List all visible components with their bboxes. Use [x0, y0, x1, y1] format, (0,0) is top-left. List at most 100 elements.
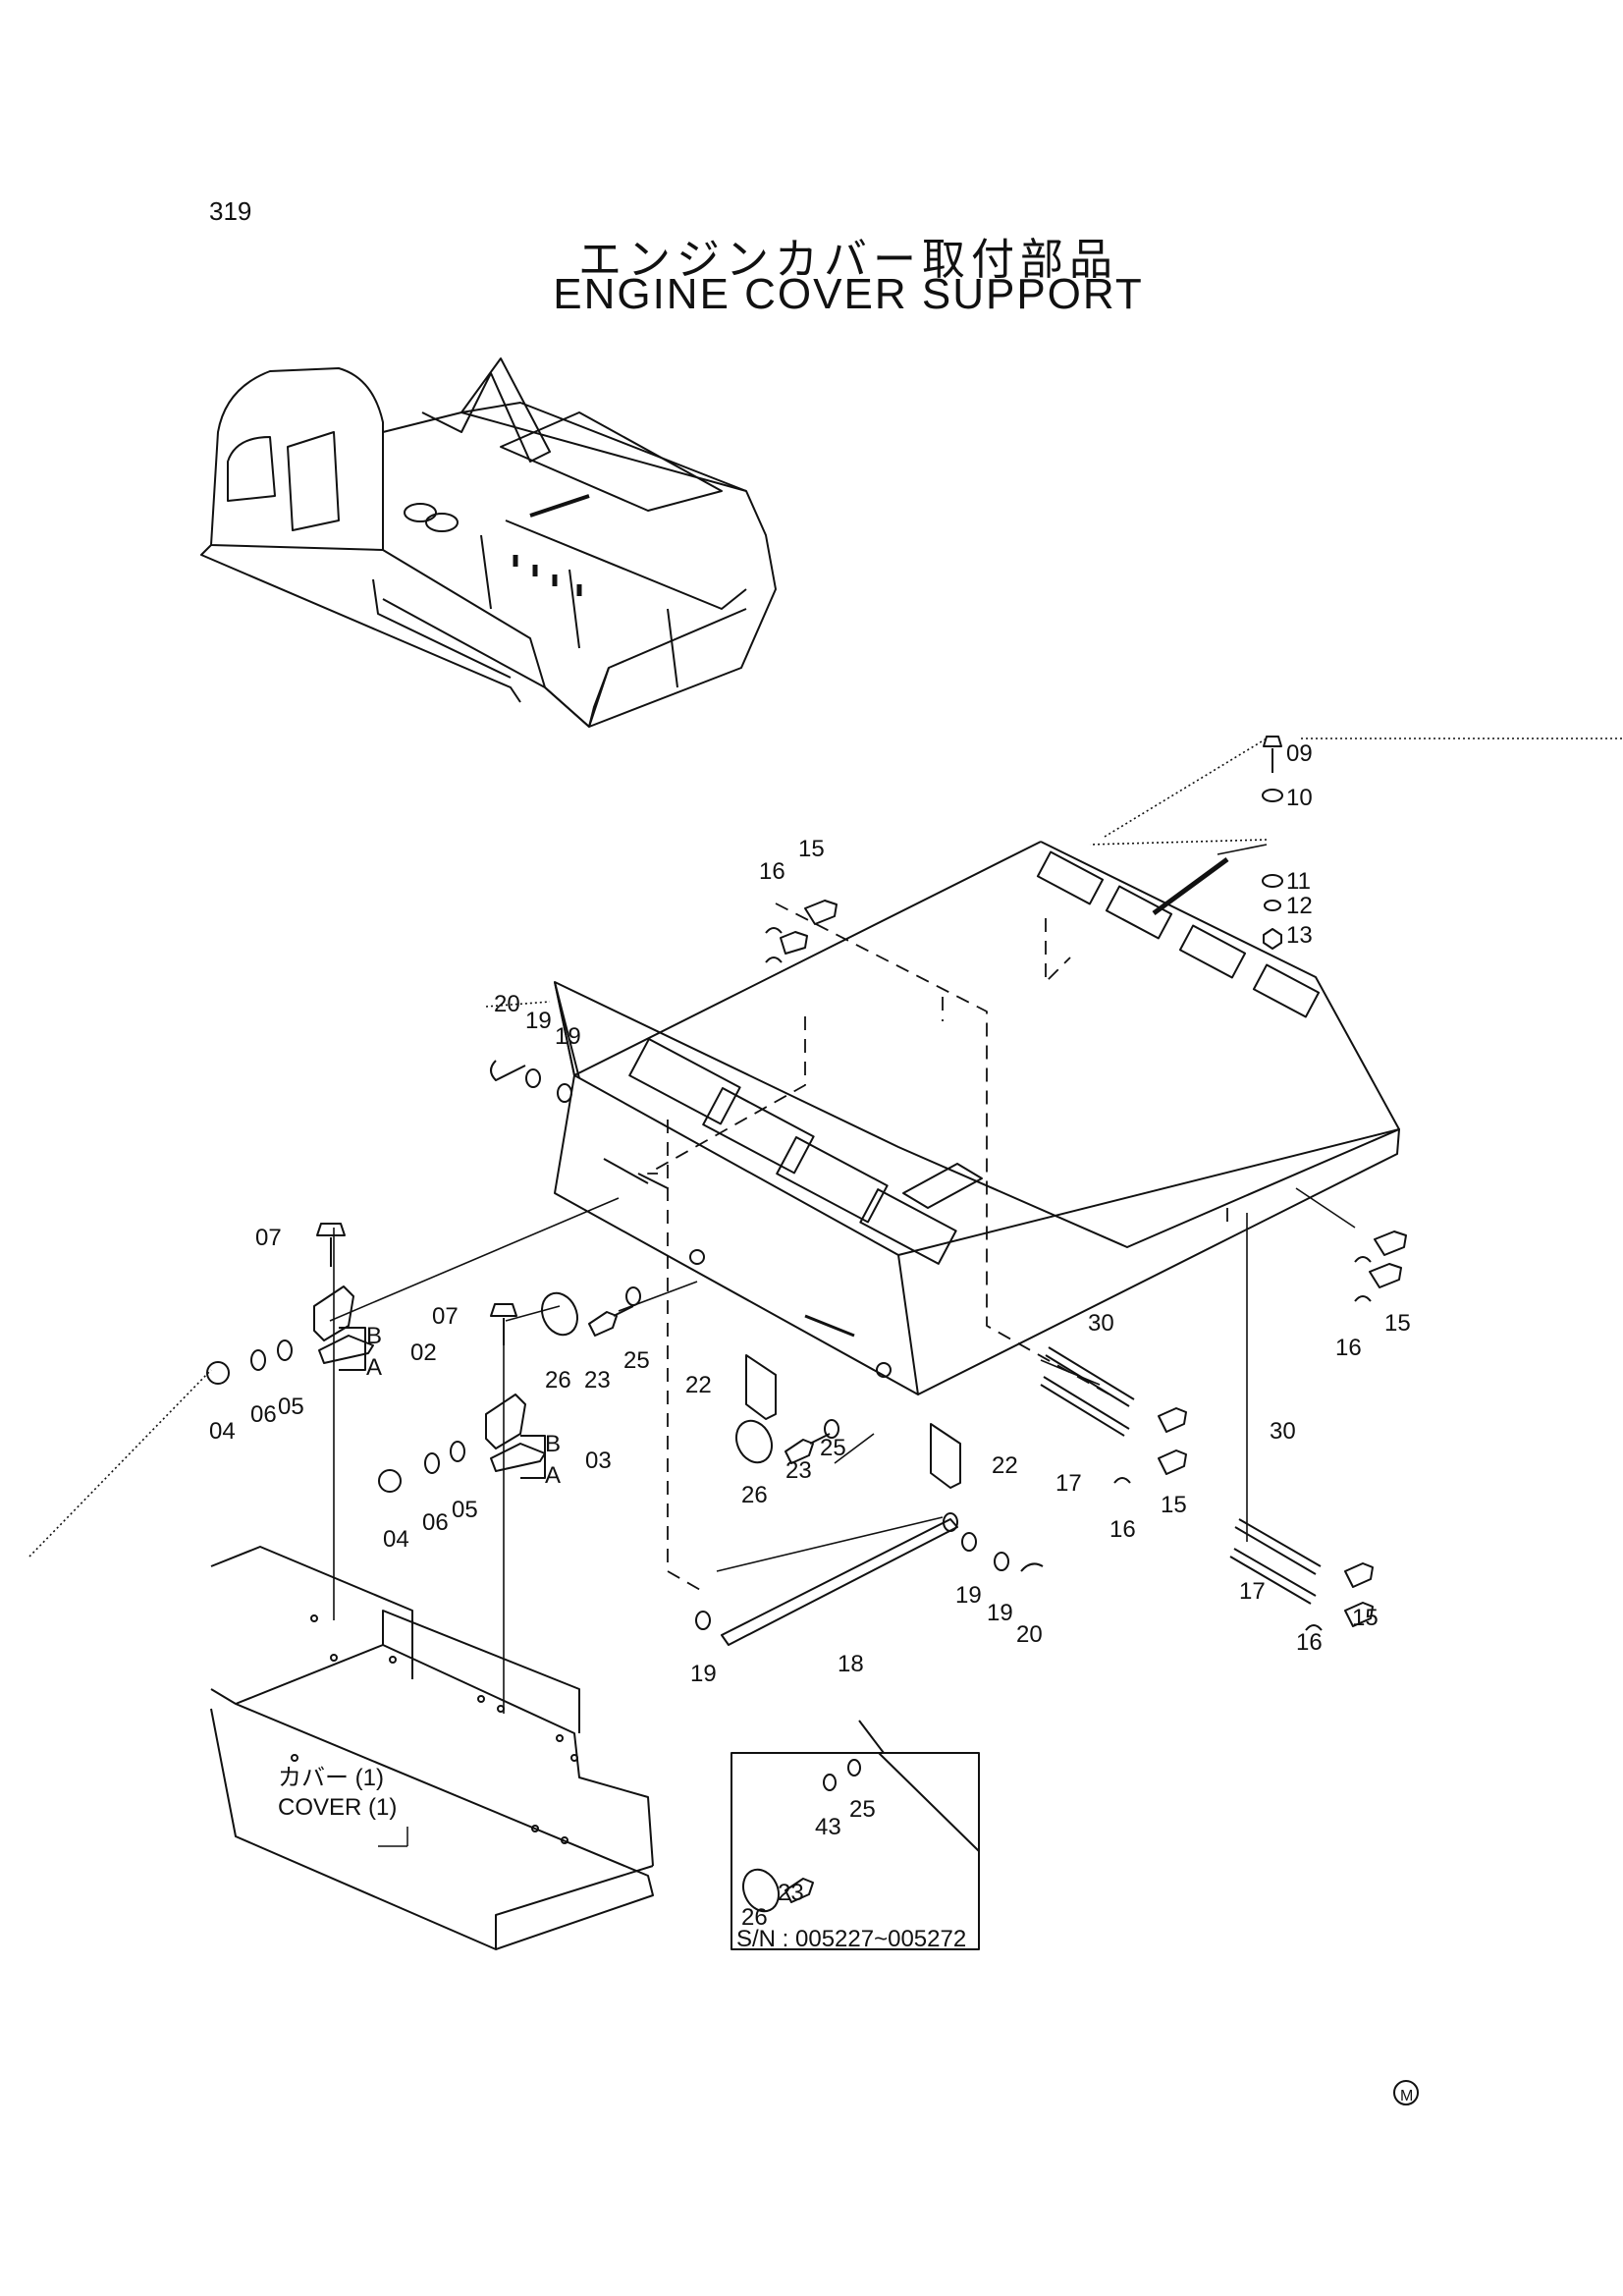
m-mark-letter: M: [1400, 2088, 1413, 2105]
pin-15-top-icon: [780, 900, 838, 955]
bracket-03-icon: [485, 1394, 546, 1472]
label-25-upper: 25: [623, 1347, 650, 1374]
label-10: 10: [1286, 785, 1313, 811]
label-19-upper-a: 19: [525, 1008, 552, 1034]
label-07-right: 07: [432, 1303, 459, 1330]
clip-16-right-icon: [1113, 1256, 1372, 1631]
label-25-inset: 25: [849, 1796, 876, 1823]
label-a-02: A: [366, 1354, 382, 1381]
clip-20-lower-icon: [1020, 1562, 1044, 1572]
label-a-03: A: [545, 1462, 561, 1489]
label-b-03: B: [545, 1431, 561, 1457]
clip-20-upper-icon: [490, 1060, 526, 1081]
label-16-right-lower: 16: [1296, 1629, 1323, 1656]
label-23-middle: 23: [785, 1457, 812, 1484]
part-labels: 09 10 11 12 13 15 16 20 19 19 07 07 B A …: [209, 740, 1413, 2105]
label-19-lower-c: 19: [690, 1661, 717, 1687]
label-43-inset: 43: [815, 1814, 841, 1840]
label-05-left: 05: [278, 1394, 304, 1420]
engine-cover-body: [554, 841, 1400, 1395]
bolt-07-right-icon: [490, 1303, 517, 1345]
bracket-02-icon: [313, 1285, 374, 1364]
label-07-left: 07: [255, 1225, 282, 1251]
page-number: 319: [209, 196, 252, 226]
label-19-lower-b: 19: [987, 1600, 1013, 1626]
label-18: 18: [838, 1651, 864, 1677]
label-19-upper-b: 19: [555, 1023, 581, 1050]
assembly-dashed-lines: [647, 902, 1228, 1592]
label-17-right: 17: [1239, 1578, 1266, 1605]
washer-19-lower-c-icon: [695, 1611, 711, 1630]
bolt-23-upper-icon: [588, 1305, 634, 1337]
label-20-upper: 20: [494, 991, 520, 1017]
title-english: ENGINE COVER SUPPORT: [553, 270, 1144, 318]
lower-frame-cover-illustration: [210, 1546, 654, 1950]
cover-label-jp: カバー (1): [278, 1765, 384, 1791]
label-16-top: 16: [759, 858, 785, 885]
label-30-right: 30: [1270, 1418, 1296, 1445]
spring-washer-12-icon: [1264, 900, 1281, 911]
label-06-left: 06: [250, 1401, 277, 1428]
washer-10-icon: [1262, 789, 1283, 802]
label-16-mid: 16: [1109, 1516, 1136, 1543]
washer-19-upper-b-icon: [557, 1083, 572, 1103]
label-15-top: 15: [798, 836, 825, 862]
cap-26-middle-icon: [735, 1419, 773, 1464]
washer-05-left-icon: [277, 1339, 293, 1361]
label-04-left: 04: [209, 1418, 236, 1445]
bolt-07-left-icon: [316, 1223, 346, 1267]
label-17-left: 17: [1055, 1470, 1082, 1497]
label-11: 11: [1286, 868, 1311, 895]
washer-19-upper-a-icon: [525, 1068, 541, 1088]
cap-26-upper-icon: [541, 1291, 578, 1337]
label-04-right: 04: [383, 1526, 409, 1553]
title-japanese: エンジンカバー取付部品: [578, 235, 1118, 285]
bracket-22-lower-icon: [930, 1423, 961, 1489]
m-mark-circle: [1393, 2080, 1419, 2105]
label-30-left: 30: [1088, 1310, 1114, 1337]
washer-19-lower-b-icon: [994, 1552, 1009, 1571]
serial-inset-box: [730, 1720, 980, 1950]
cover-label-en: COVER (1): [278, 1794, 397, 1821]
pin-15-right-icon: [1158, 1230, 1407, 1627]
leader-lines: [28, 738, 1623, 1714]
screw-04-left-icon: [206, 1361, 230, 1385]
washer-06-left-icon: [250, 1349, 266, 1371]
label-26-middle: 26: [741, 1482, 768, 1508]
label-09: 09: [1286, 740, 1313, 767]
washer-06-right-icon: [424, 1452, 440, 1474]
label-25-middle: 25: [820, 1435, 846, 1461]
inset-serial-text: S/N : 005227~005272: [736, 1926, 966, 1952]
label-13: 13: [1286, 922, 1313, 949]
gas-spring-30-right-icon: [1229, 1518, 1322, 1605]
label-06-right: 06: [422, 1509, 449, 1536]
washer-11-icon: [1262, 874, 1283, 888]
clip-16-top-icon: [765, 927, 783, 963]
bolt-09-icon: [1263, 736, 1282, 773]
gas-spring-30-left-icon: [1040, 1346, 1135, 1437]
rod-18-icon: [721, 1512, 958, 1646]
label-22-lower: 22: [992, 1452, 1018, 1479]
label-19-lower-a: 19: [955, 1582, 982, 1609]
nut-13-icon: [1263, 928, 1282, 950]
label-20-lower: 20: [1016, 1621, 1043, 1648]
callout-bracket-03: [520, 1435, 546, 1479]
label-23-upper: 23: [584, 1367, 611, 1394]
label-12: 12: [1286, 893, 1313, 919]
screw-04-right-icon: [378, 1469, 402, 1493]
label-02: 02: [410, 1339, 437, 1366]
label-16-right-upper: 16: [1335, 1335, 1362, 1361]
label-22-upper: 22: [685, 1372, 712, 1398]
bolt-23-inset-icon: [784, 1878, 814, 1903]
label-23-inset: 23: [778, 1880, 804, 1906]
washer-19-lower-a-icon: [961, 1532, 977, 1552]
label-03: 03: [585, 1448, 612, 1474]
washer-25-inset-icon: [847, 1759, 861, 1777]
label-15-right-upper: 15: [1384, 1310, 1411, 1337]
label-15-mid: 15: [1161, 1492, 1187, 1518]
cap-26-inset-icon: [742, 1868, 780, 1913]
callout-bracket-02: [339, 1327, 366, 1371]
washer-43-inset-icon: [823, 1774, 837, 1791]
washer-05-right-icon: [450, 1441, 465, 1462]
